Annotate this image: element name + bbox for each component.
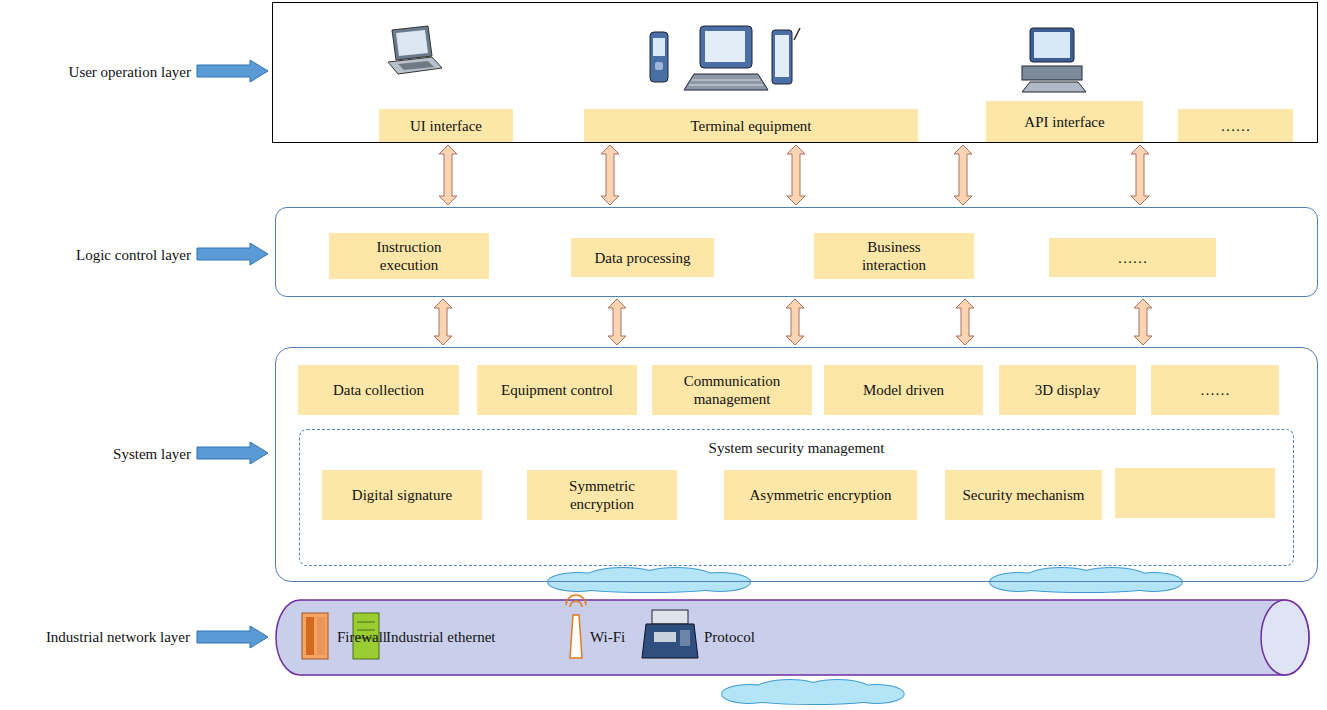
double-arrow xyxy=(1131,145,1149,205)
double-arrow xyxy=(439,145,457,205)
ui-box: Terminal equipment xyxy=(584,109,918,142)
box-label: Digital signature xyxy=(352,486,452,504)
security-box: Digital signature xyxy=(322,470,482,520)
pda-icon xyxy=(650,32,668,82)
module-box: Model driven xyxy=(824,365,983,415)
security-box: Symmetric encryption xyxy=(527,470,677,520)
tablet-icon xyxy=(772,28,800,84)
box-label: UI interface xyxy=(410,117,482,135)
process-box: Data processing xyxy=(571,238,714,277)
ui-box: UI interface xyxy=(379,109,513,142)
box-label: …… xyxy=(1118,249,1148,267)
process-box: Business interaction xyxy=(814,233,974,279)
security-box: Asymmetric encryption xyxy=(724,470,917,520)
layer-label: Logic control layer xyxy=(6,246,191,264)
box-label: Communication management xyxy=(667,372,797,408)
ui-box: …… xyxy=(1178,109,1293,142)
group-heading: System security management xyxy=(300,439,1293,457)
firewall-icon xyxy=(302,613,328,659)
layer-band: User operation layerUI interfaceTerminal… xyxy=(272,2,1318,143)
box-label: Model driven xyxy=(863,381,944,399)
network-item-label: Wi-Fi xyxy=(590,628,625,646)
double-arrow xyxy=(434,299,452,345)
module-box: Communication management xyxy=(652,365,812,415)
module-box: Data collection xyxy=(298,365,459,415)
wifi-antenna-icon xyxy=(566,595,586,658)
double-arrow xyxy=(1134,299,1152,345)
box-label: Data collection xyxy=(333,381,424,399)
double-arrow xyxy=(608,299,626,345)
process-box: …… xyxy=(1049,238,1216,277)
box-label: …… xyxy=(1200,381,1230,399)
desktop-monitor-icon xyxy=(684,26,768,90)
box-label: Asymmetric encryption xyxy=(749,486,891,504)
double-arrow xyxy=(956,299,974,345)
security-box: Security mechanism xyxy=(945,470,1102,520)
cloud xyxy=(548,568,1182,704)
double-arrow xyxy=(601,145,619,205)
box-label: API interface xyxy=(1024,113,1104,131)
module-box: …… xyxy=(1151,365,1279,415)
box-label: Instruction execution xyxy=(354,238,464,274)
box-label: Equipment control xyxy=(501,381,613,399)
workstation-icon xyxy=(1022,28,1086,92)
box-label: …… xyxy=(1221,117,1251,135)
layer-band: System layerData collectionEquipment con… xyxy=(275,347,1318,582)
box-label: Business interaction xyxy=(839,238,949,274)
layer-label: System layer xyxy=(6,445,191,463)
layer-arrow xyxy=(197,60,268,648)
security-group: System security managementDigital signat… xyxy=(299,429,1294,566)
layer-label: User operation layer xyxy=(6,63,191,81)
box-label: 3D display xyxy=(1035,381,1100,399)
module-box: Equipment control xyxy=(477,365,637,415)
box-label: Data processing xyxy=(594,249,690,267)
box-label: Security mechanism xyxy=(962,486,1084,504)
ui-box: API interface xyxy=(986,101,1143,142)
process-box: Instruction execution xyxy=(329,233,489,279)
network-layer: Industrial network layerFirewallIndustri… xyxy=(285,600,1327,675)
network-item-label: Firewall xyxy=(337,628,387,646)
laptop-icon xyxy=(388,26,442,74)
layer-band: Logic control layerInstruction execution… xyxy=(275,207,1318,297)
module-box: 3D display xyxy=(999,365,1136,415)
network-pipe xyxy=(276,600,1309,675)
box-label: Symmetric encryption xyxy=(552,477,652,513)
network-item-label: Protocol xyxy=(704,628,755,646)
empty-box xyxy=(1115,468,1275,518)
layer-label: Industrial network layer xyxy=(5,628,190,646)
fax-machine-icon xyxy=(642,610,698,658)
double-arrow xyxy=(786,299,804,345)
box-label: Terminal equipment xyxy=(691,117,812,135)
double-arrow xyxy=(787,145,805,205)
network-item-label: Industrial ethernet xyxy=(386,628,496,646)
double-arrow xyxy=(954,145,972,205)
